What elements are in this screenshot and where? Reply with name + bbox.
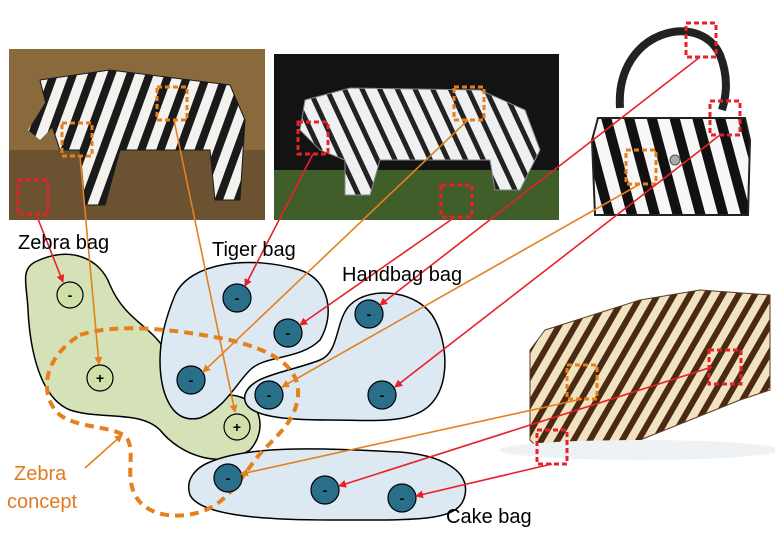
arrow-zebra-back	[173, 119, 238, 413]
svg-text:-: -	[226, 470, 231, 486]
white-tiger-photo	[274, 54, 559, 220]
zebra-cake-photo	[483, 270, 775, 470]
svg-text:+: +	[96, 370, 104, 386]
instance-tiger-neg-1: -	[222, 283, 252, 313]
instance-handbag-neg-2: -	[367, 380, 397, 410]
instance-cake-neg-1: -	[310, 475, 340, 505]
instance-tiger-neg-2: -	[273, 318, 303, 348]
instance-zebra-pos-2: +	[223, 413, 251, 441]
cake-bag-label: Cake bag	[446, 506, 532, 528]
svg-text:-: -	[367, 306, 372, 322]
arrow-tiger-grass	[299, 216, 456, 326]
arrow-concept-label	[84, 434, 123, 469]
arrow-cake-stripe	[240, 398, 583, 477]
positive-arrows	[79, 119, 641, 477]
instance-cake-neg-2: -	[387, 483, 417, 513]
zebra-print-handbag-photo	[570, 0, 775, 236]
arrow-zebra-bg	[35, 213, 65, 283]
svg-text:-: -	[286, 325, 291, 341]
arrow-cake-edge	[338, 366, 713, 488]
svg-text:-: -	[400, 490, 405, 506]
negative-arrows	[35, 56, 721, 499]
instances: - + + - - - - -	[56, 281, 417, 513]
zebra-bag-label: Zebra bag	[18, 232, 109, 254]
cake-edge-patch	[707, 348, 743, 386]
svg-text:-: -	[68, 287, 73, 303]
arrow-handbag-handle	[379, 56, 701, 306]
svg-text:-: -	[235, 290, 240, 306]
svg-text:-: -	[380, 387, 385, 403]
svg-text:+: +	[233, 419, 241, 435]
instance-handbag-pos: -	[254, 380, 284, 410]
instance-handbag-neg-1: -	[354, 299, 384, 329]
zebra-photo	[9, 49, 265, 220]
svg-text:-: -	[189, 372, 194, 388]
svg-text:-: -	[323, 482, 328, 498]
instance-cake-pos: -	[213, 463, 243, 493]
arrow-zebra-neck	[79, 155, 103, 365]
arrow-tiger-stripe	[202, 119, 469, 373]
instance-zebra-neg: -	[56, 281, 84, 309]
svg-text:-: -	[267, 387, 272, 403]
concept-label-line2: concept	[7, 491, 77, 513]
zebra-concept-boundary	[45, 326, 301, 518]
arrow-cake-plate	[415, 463, 553, 499]
arrow-handbag-stripe	[281, 183, 641, 388]
arrow-tiger-head	[244, 153, 314, 287]
tiger-bag-label: Tiger bag	[212, 239, 296, 261]
instance-tiger-pos: -	[176, 365, 206, 395]
arrow-handbag-clasp	[394, 134, 721, 388]
instance-zebra-pos-1: +	[86, 364, 114, 392]
handbag-bag-label: Handbag bag	[342, 264, 462, 286]
concept-label-line1: Zebra	[14, 463, 67, 485]
